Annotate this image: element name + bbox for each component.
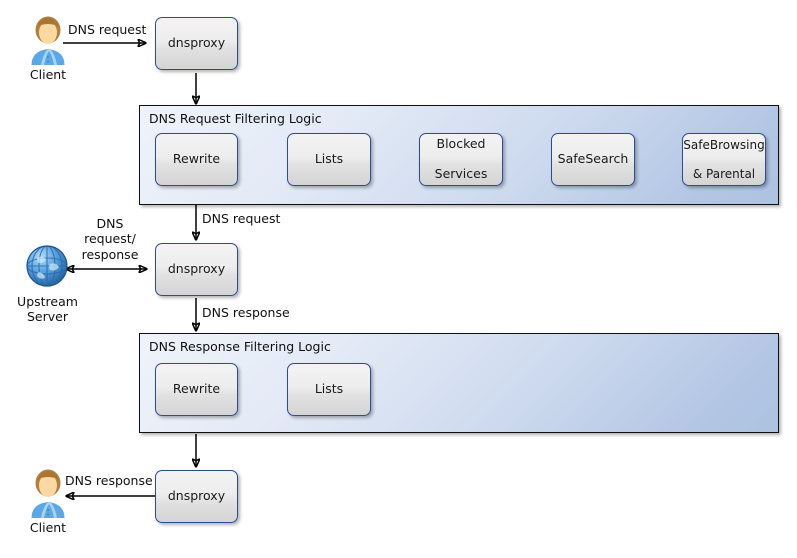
stage-lists-request[interactable]: Lists bbox=[287, 133, 371, 186]
stage-lists-response[interactable]: Lists bbox=[287, 363, 371, 416]
dnsproxy-top[interactable]: dnsproxy bbox=[155, 17, 238, 70]
stage-safesearch-label: SafeSearch bbox=[557, 151, 629, 167]
stage-rewrite-response[interactable]: Rewrite bbox=[155, 363, 238, 416]
client-bottom-label: Client bbox=[29, 520, 67, 535]
stage-rewrite-request[interactable]: Rewrite bbox=[155, 133, 238, 186]
stage-rewrite-response-label: Rewrite bbox=[172, 381, 221, 397]
response-panel-title: DNS Response Filtering Logic bbox=[149, 339, 331, 354]
blocked-services-line1: Blocked bbox=[436, 136, 486, 152]
dnsproxy-top-label: dnsproxy bbox=[167, 35, 226, 51]
stage-blocked-services-label: Blocked Services bbox=[431, 137, 492, 181]
client-top-label: Client bbox=[29, 67, 67, 82]
response-filtering-panel: DNS Response Filtering Logic bbox=[139, 333, 779, 433]
request-panel-title: DNS Request Filtering Logic bbox=[149, 111, 322, 126]
edge-label-upstream: DNS request/ response bbox=[73, 216, 147, 262]
stage-safebrowsing-parental[interactable]: SafeBrowsing & Parental bbox=[682, 133, 766, 186]
dnsproxy-bottom[interactable]: dnsproxy bbox=[155, 470, 238, 523]
dnsproxy-middle[interactable]: dnsproxy bbox=[155, 243, 238, 296]
globe-icon bbox=[23, 242, 71, 290]
edge-label-client-to-proxy: DNS request bbox=[68, 22, 147, 37]
stage-lists-request-label: Lists bbox=[314, 151, 344, 167]
safebrowsing-line1: SafeBrowsing bbox=[683, 138, 765, 153]
stage-safebrowsing-parental-label: SafeBrowsing & Parental bbox=[679, 138, 768, 180]
edge-label-proxy-to-response-panel: DNS response bbox=[202, 305, 290, 320]
stage-safesearch[interactable]: SafeSearch bbox=[551, 133, 635, 186]
stage-blocked-services[interactable]: Blocked Services bbox=[419, 133, 503, 186]
upstream-edge-line3: response bbox=[81, 246, 139, 262]
upstream-label-line2: Server bbox=[27, 309, 68, 325]
dnsproxy-bottom-label: dnsproxy bbox=[167, 488, 226, 504]
edge-label-proxy-to-request-panel: DNS request bbox=[202, 211, 281, 226]
user-avatar-icon bbox=[25, 13, 71, 65]
upstream-server-label: Upstream Server bbox=[10, 294, 85, 325]
stage-rewrite-request-label: Rewrite bbox=[172, 151, 221, 167]
user-avatar-icon-bottom bbox=[25, 466, 71, 518]
stage-lists-response-label: Lists bbox=[314, 381, 344, 397]
safebrowsing-line2: & Parental bbox=[692, 166, 756, 181]
edge-label-proxy-to-client: DNS response bbox=[65, 473, 153, 488]
blocked-services-line2: Services bbox=[434, 165, 488, 181]
dnsproxy-middle-label: dnsproxy bbox=[167, 261, 226, 277]
upstream-label-line1: Upstream bbox=[17, 294, 78, 309]
upstream-edge-line1: DNS bbox=[96, 216, 124, 231]
upstream-edge-line2: request/ bbox=[84, 231, 136, 247]
